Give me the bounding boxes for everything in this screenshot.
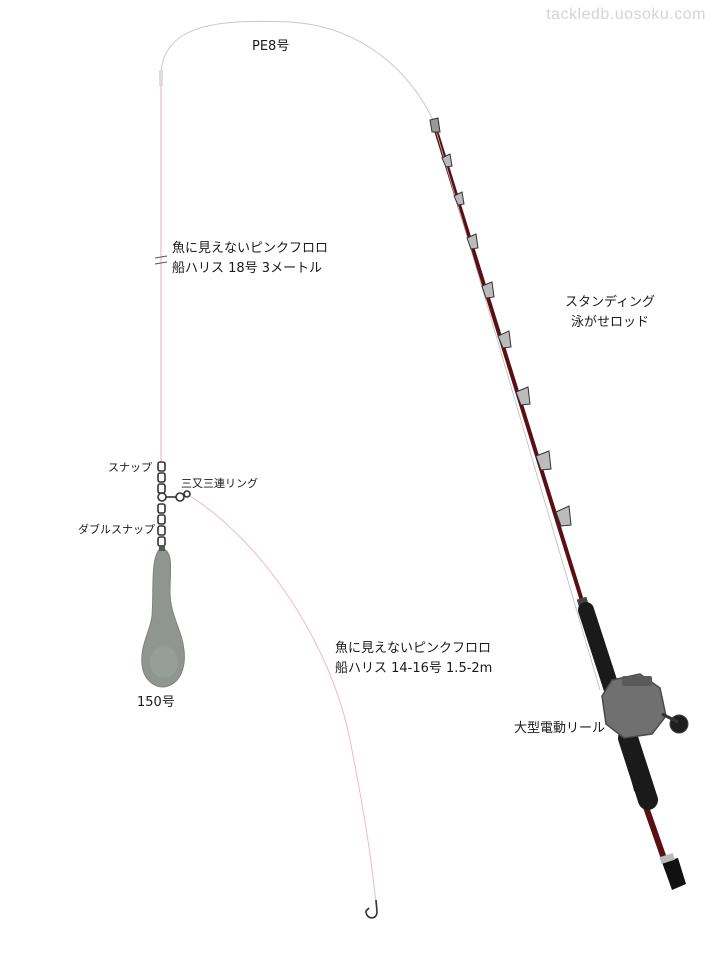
harris-label-line2: 船ハリス 14-16号 1.5-2m xyxy=(335,661,493,676)
line-knot xyxy=(159,70,163,86)
double-snap-label: ダブルスナップ xyxy=(78,523,155,536)
rear-grip xyxy=(618,728,658,810)
three-way-ring xyxy=(157,490,191,502)
leader-label-line2: 船ハリス 18号 3メートル xyxy=(172,261,323,276)
rod-label-line2: 泳がせロッド xyxy=(570,315,649,330)
rod-label-line1: スタンディング xyxy=(564,295,656,310)
rod-guides xyxy=(441,153,572,527)
butt-ring xyxy=(659,852,675,864)
leader-break-mark xyxy=(154,255,168,259)
main-line xyxy=(160,20,435,123)
butt-cap xyxy=(662,858,686,890)
electric-reel xyxy=(601,673,689,739)
reel-label: 大型電動リール xyxy=(514,721,606,736)
ring-label: 三又三連リング xyxy=(181,477,258,490)
double-snap xyxy=(157,503,166,547)
main-line-label: PE8号 xyxy=(252,39,290,54)
snap-swivel xyxy=(157,461,166,494)
harris-label-line1: 魚に見えないピンクフロロ xyxy=(335,641,492,656)
snap-label: スナップ xyxy=(108,461,152,474)
leader-label-line1: 魚に見えないピンクフロロ xyxy=(172,241,329,256)
line-through-guides xyxy=(433,123,601,691)
leader-break-mark xyxy=(154,261,168,265)
harris-line xyxy=(189,495,377,906)
sinker-label: 150号 xyxy=(137,695,175,710)
watermark: tackledb.uosoku.com xyxy=(546,6,706,23)
rod-tip-top xyxy=(429,117,441,133)
hook xyxy=(365,899,378,919)
